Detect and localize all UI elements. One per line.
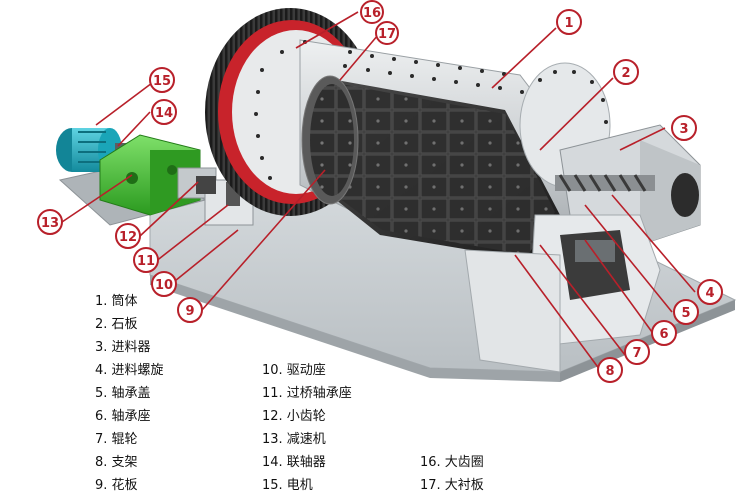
callout-markers: 1 2 3 4 5 6 7 8 9 10 11 12 13 14 15 16 1… <box>37 0 723 383</box>
callout-1: 1 <box>556 9 582 35</box>
legend-item-6: 6. 轴承座 <box>95 409 151 424</box>
svg-text:2: 2 <box>621 66 630 81</box>
callout-15: 15 <box>149 67 175 93</box>
svg-text:15: 15 <box>153 74 171 89</box>
svg-text:12: 12 <box>119 230 137 245</box>
legend-item-5: 5. 轴承盖 <box>95 386 151 401</box>
callout-11: 11 <box>133 247 159 273</box>
callout-8: 8 <box>597 357 623 383</box>
callout-4: 4 <box>697 279 723 305</box>
svg-text:1: 1 <box>564 16 573 31</box>
callout-6: 6 <box>651 320 677 346</box>
support <box>464 249 561 373</box>
legend-item-4: 4. 进料螺旋 <box>95 363 164 378</box>
legend-item-12: 12. 小齿轮 <box>262 409 326 424</box>
svg-text:14: 14 <box>155 106 173 121</box>
callout-9: 9 <box>177 297 203 323</box>
callout-7: 7 <box>624 339 650 365</box>
legend-item-17: 17. 大衬板 <box>420 478 484 493</box>
svg-text:13: 13 <box>41 216 59 231</box>
legend-item-11: 11. 过桥轴承座 <box>262 386 352 401</box>
svg-text:10: 10 <box>155 278 173 293</box>
legend-item-14: 14. 联轴器 <box>262 455 326 470</box>
callout-14: 14 <box>151 99 177 125</box>
legend-item-1: 1. 筒体 <box>95 294 138 309</box>
svg-text:4: 4 <box>705 286 714 301</box>
callout-3: 3 <box>671 115 697 141</box>
svg-text:8: 8 <box>605 364 614 379</box>
legend-item-8: 8. 支架 <box>95 455 138 470</box>
feed-screw <box>555 174 655 192</box>
svg-text:11: 11 <box>137 254 155 269</box>
callout-17: 17 <box>375 21 399 45</box>
callout-lines <box>61 11 696 371</box>
svg-text:3: 3 <box>679 122 688 137</box>
legend-item-16: 16. 大齿圈 <box>420 455 484 470</box>
svg-text:9: 9 <box>185 304 194 319</box>
legend-item-13: 13. 减速机 <box>262 432 326 447</box>
callout-12: 12 <box>115 223 141 249</box>
callout-2: 2 <box>613 59 639 85</box>
mill-shell <box>254 39 601 271</box>
svg-text:16: 16 <box>363 6 381 21</box>
svg-text:7: 7 <box>632 346 641 361</box>
callout-16: 16 <box>360 0 384 24</box>
callout-13: 13 <box>37 209 63 235</box>
callout-5: 5 <box>673 299 699 325</box>
reducer <box>99 134 201 216</box>
legend-item-7: 7. 辊轮 <box>95 432 138 447</box>
svg-text:17: 17 <box>378 27 396 42</box>
callout-10: 10 <box>151 271 177 297</box>
legend-item-9: 9. 花板 <box>95 478 138 493</box>
legend-item-3: 3. 进料器 <box>95 340 151 355</box>
legend-item-15: 15. 电机 <box>262 478 313 493</box>
svg-text:5: 5 <box>681 306 690 321</box>
legend-item-10: 10. 驱动座 <box>262 363 326 378</box>
svg-text:6: 6 <box>659 327 668 342</box>
legend-item-2: 2. 石板 <box>95 317 138 332</box>
